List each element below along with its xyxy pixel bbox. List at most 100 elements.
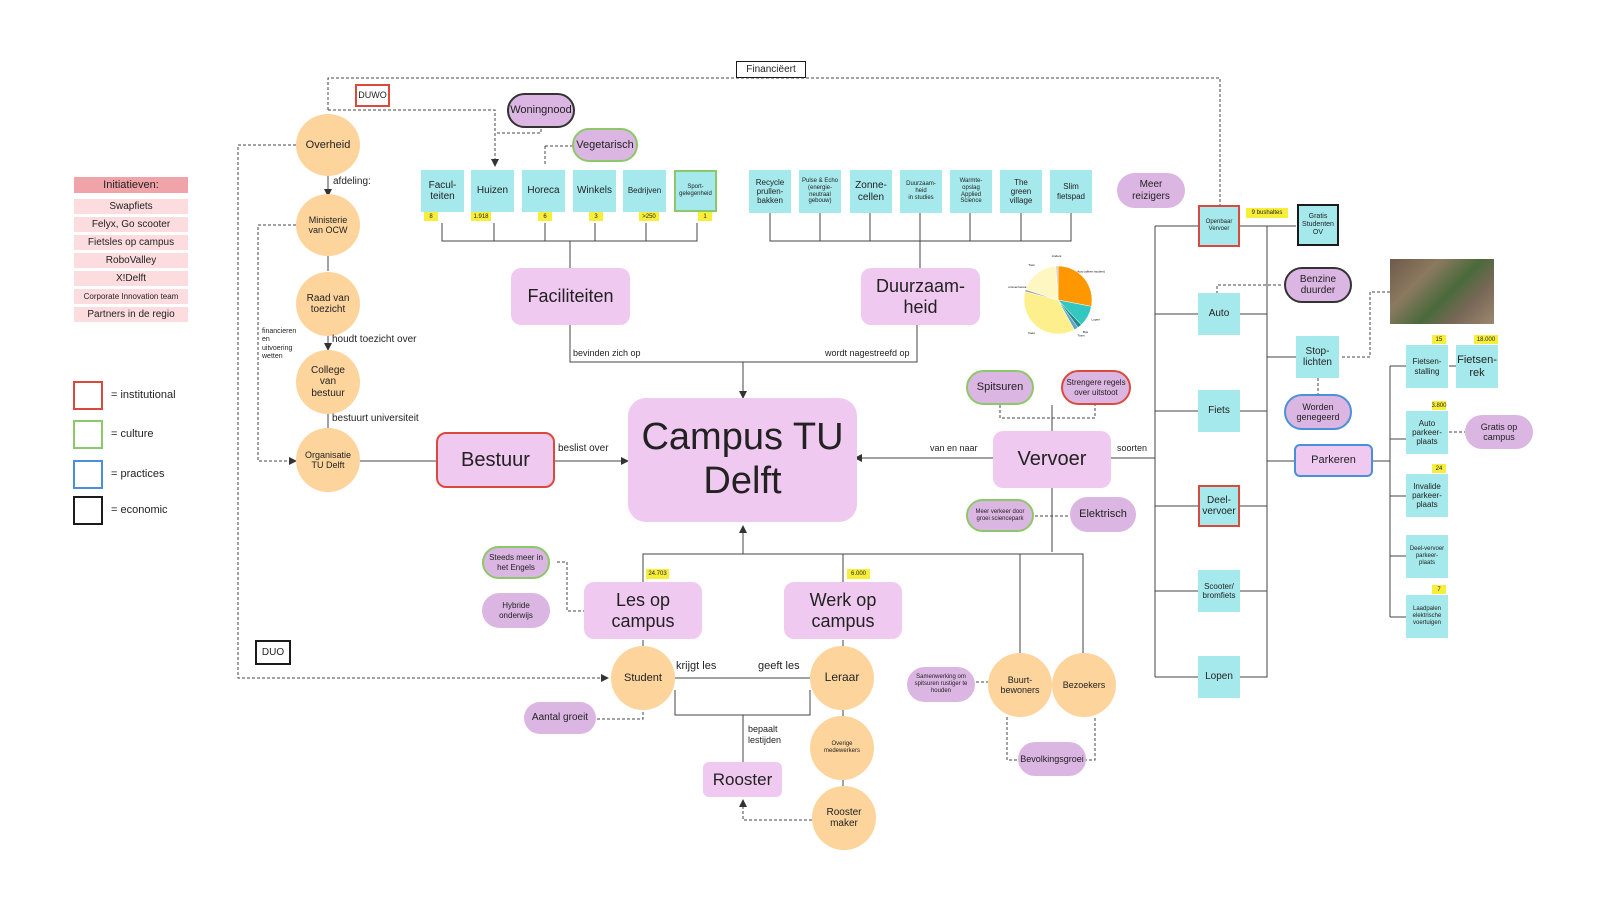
krijgt-label: krijgt les [676, 660, 717, 672]
duurzaamheid-item[interactable]: The green village [1000, 170, 1042, 213]
gratis-parkeren-node[interactable]: Gratis op campus [1465, 415, 1533, 449]
bestuur-node[interactable]: Bestuur [436, 432, 555, 488]
bushaltes-badge: 9 bushaltes [1246, 208, 1288, 218]
traffic-photo [1390, 259, 1494, 324]
afdeling-label: afdeling: [333, 176, 371, 187]
parking-item[interactable]: Invalide parkeer- plaats [1406, 474, 1448, 517]
benzine-node[interactable]: Benzine duurder [1284, 267, 1352, 303]
parking-item[interactable]: Laadpalen elektrische voertuigen [1406, 595, 1448, 638]
vervoer-type-item[interactable]: Lopen [1198, 656, 1240, 698]
samenwerking-node[interactable]: Samenwerking om spitsuren rustiger te ho… [907, 667, 975, 702]
vervoer-type-item[interactable]: Fiets [1198, 390, 1240, 432]
initiative-item: Corporate Innovation team [74, 289, 188, 304]
faciliteit-count-badge: 1.918 [471, 212, 491, 221]
beslist-label: beslist over [558, 443, 609, 454]
aantal-node[interactable]: Aantal groeit [524, 702, 596, 734]
initiative-item: X!Delft [74, 271, 188, 286]
pie-slice-label: Bus [1083, 330, 1089, 334]
roostermaker-node[interactable]: Rooster maker [812, 786, 876, 850]
campus-node[interactable]: Campus TU Delft [628, 398, 857, 522]
hybride-node[interactable]: Hybride onderwijs [482, 593, 550, 628]
vervoer-type-item[interactable]: Scooter/ bromfiets [1198, 570, 1240, 612]
faciliteit-item[interactable]: Huizen [471, 170, 514, 212]
parking-count-badge: 15 [1432, 335, 1446, 344]
houdt-label: houdt toezicht over [332, 334, 417, 345]
initiative-item: Felyx, Go scooter [74, 217, 188, 232]
faciliteit-item[interactable]: Horeca [522, 170, 565, 212]
initiative-item: Fietsles op campus [74, 235, 188, 250]
organisatie-node[interactable]: Organisatie TU Delft [296, 428, 360, 492]
bevolking-node[interactable]: Bevolkingsgroei [1018, 742, 1086, 776]
spitsuren-node[interactable]: Spitsuren [966, 370, 1034, 405]
vervoer-node[interactable]: Vervoer [993, 431, 1111, 488]
pie-slice-label: Fiets [1028, 331, 1035, 335]
parking-count-badge: 3.800 [1431, 401, 1447, 410]
faciliteit-item[interactable]: Winkels [573, 170, 616, 212]
elektrisch-node[interactable]: Elektrisch [1070, 497, 1136, 532]
financiert-label: Financiëert [736, 61, 806, 78]
initiative-item: Partners in de regio [74, 307, 188, 322]
pie-slice-label: Auto (alleen student) [1077, 270, 1105, 274]
legend-swatch [73, 460, 103, 489]
soorten-label: soorten [1117, 443, 1148, 453]
student-node[interactable]: Student [611, 646, 675, 710]
duurzaamheid-node[interactable]: Duurzaam- heid [861, 268, 980, 325]
legend-label: = economic [111, 504, 168, 516]
vegetarisch-node[interactable]: Vegetarisch [572, 128, 638, 162]
faciliteit-item[interactable]: Sport- gelegenheid [674, 170, 717, 212]
rooster-node[interactable]: Rooster [703, 762, 782, 797]
parking-item[interactable]: Auto parkeer- plaats [1406, 411, 1448, 454]
van-en-naar-label: van en naar [930, 443, 978, 453]
overheid-node[interactable]: Overheid [296, 114, 360, 176]
werk-count-badge: 6.000 [847, 569, 870, 579]
parking-item[interactable]: Fietsen- stalling [1406, 345, 1448, 388]
gratis-ov-node[interactable]: Gratis Studenten OV [1297, 204, 1339, 246]
les-node[interactable]: Les op campus [584, 582, 702, 639]
parking-item[interactable]: Fietsen- rek [1456, 345, 1498, 388]
parkeren-node[interactable]: Parkeren [1294, 444, 1373, 477]
geeft-label: geeft les [758, 660, 800, 672]
duurzaamheid-item[interactable]: Recycle prullen- bakken [749, 170, 791, 213]
engels-node[interactable]: Steeds meer in het Engels [482, 546, 550, 579]
transport-pie-chart: Auto (alleen student)LopenBusTramFietsBr… [1008, 254, 1105, 337]
pie-slice-label: Tram [1078, 333, 1085, 337]
legend-label: = practices [111, 468, 165, 480]
duurzaamheid-item[interactable]: Slim fietspad [1050, 170, 1092, 213]
les-count-badge: 24.703 [646, 569, 669, 579]
bepaalt-label: bepaalt lestijden [748, 724, 782, 745]
ministerie-node[interactable]: Ministerie van OCW [296, 194, 360, 256]
parking-count-badge: 24 [1432, 464, 1446, 473]
legend-swatch [73, 420, 103, 449]
vervoer-type-item[interactable]: Openbaar Vervoer [1198, 205, 1240, 247]
faciliteiten-node[interactable]: Faciliteiten [511, 268, 630, 325]
duo-box: DUO [255, 640, 291, 665]
duurzaamheid-item[interactable]: Warmte- opslag Applied Science [950, 170, 992, 213]
leraar-node[interactable]: Leraar [810, 646, 874, 710]
raad-node[interactable]: Raad van toezicht [296, 272, 360, 336]
stoplichten-node[interactable]: Stop- lichten [1296, 336, 1339, 378]
faciliteit-item[interactable]: Facul- teiten [421, 170, 464, 212]
initiative-item: Swapfiets [74, 199, 188, 214]
woningnood-node[interactable]: Woningnood [507, 93, 575, 128]
werk-node[interactable]: Werk op campus [784, 582, 902, 639]
duurzaamheid-item[interactable]: Duurzaam- heid in studies [900, 170, 942, 213]
vervoer-type-item[interactable]: Auto [1198, 293, 1240, 335]
parking-item[interactable]: Deel-vervoer parkeer- plaats [1406, 535, 1448, 578]
bezoekers-node[interactable]: Bezoekers [1052, 653, 1116, 717]
college-node[interactable]: College van bestuur [296, 350, 360, 414]
initiatives-header: Initiatieven: [74, 177, 188, 193]
meer-verkeer-node[interactable]: Meer verkeer door groei sciencepark [966, 499, 1034, 532]
buurtbewoners-node[interactable]: Buurt- bewoners [988, 653, 1052, 717]
pie-slice [1023, 291, 1075, 335]
parking-count-badge: 18.000 [1474, 335, 1498, 344]
duurzaamheid-item[interactable]: Pulse & Echo (energie- neutraal gebouw) [799, 170, 841, 213]
meer-reizigers-node[interactable]: Meer reizigers [1117, 173, 1185, 208]
regels-node[interactable]: Strengere regels over uitstoot [1061, 370, 1131, 405]
genegeerd-node[interactable]: Worden genegeerd [1284, 394, 1352, 430]
vervoer-type-item[interactable]: Deel- vervoer [1198, 485, 1240, 527]
overige-node[interactable]: Overige medewerkers [810, 716, 874, 780]
faciliteit-item[interactable]: Bedrijven [623, 170, 666, 212]
bestuurt-label: bestuurt universiteit [332, 413, 419, 424]
duurzaamheid-item[interactable]: Zonne- cellen [850, 170, 892, 213]
